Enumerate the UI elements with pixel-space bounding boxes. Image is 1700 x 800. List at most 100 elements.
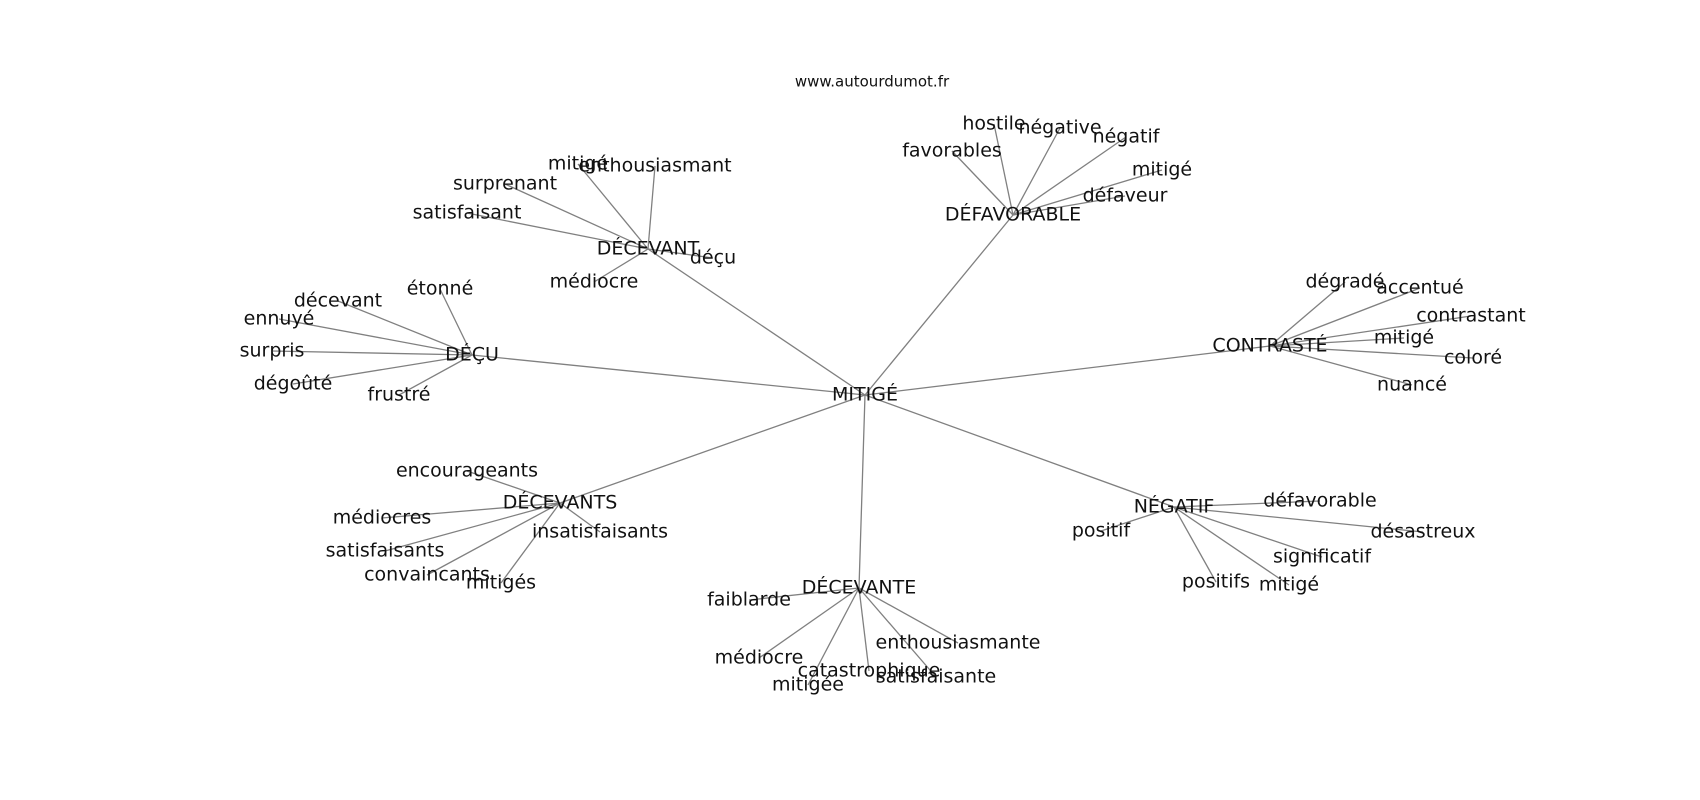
hub-leaf-edge: [748, 587, 860, 601]
hub-leaf-edge: [1012, 127, 1061, 216]
hub-leaf-edge: [559, 502, 601, 533]
leaf-word-label: mitigée: [772, 674, 844, 696]
center-word-label: MITIGÉ: [832, 383, 898, 406]
hub-word-label: DÉCEVANTE: [802, 576, 917, 599]
hub-leaf-edge: [993, 123, 1014, 216]
leaf-word-label: positifs: [1182, 571, 1250, 593]
leaf-word-label: mitigé: [1132, 159, 1192, 181]
hub-word-label: DÉFAVORABLE: [945, 203, 1081, 226]
hub-leaf-edge: [1269, 281, 1346, 347]
hub-leaf-edge: [1173, 506, 1217, 583]
leaf-word-label: surpris: [240, 340, 305, 362]
hub-leaf-edge: [1173, 500, 1321, 508]
leaf-word-label: décevant: [294, 290, 382, 312]
leaf-word-label: déçu: [690, 247, 736, 269]
leaf-word-label: satisfaisants: [326, 540, 445, 562]
hub-word-label: NÉGATIF: [1134, 495, 1215, 518]
hub-leaf-edge: [1012, 195, 1126, 216]
leaf-word-label: mitigés: [466, 572, 536, 594]
hub-leaf-edge: [1269, 287, 1421, 347]
hub-leaf-edge: [1012, 136, 1127, 216]
hub-leaf-edge: [426, 502, 561, 576]
leaf-word-label: défaveur: [1083, 185, 1168, 207]
leaf-word-label: catastrophique: [798, 660, 941, 682]
leaf-word-label: coloré: [1444, 347, 1502, 369]
center-hub-edge: [858, 394, 866, 589]
center-hub-edge: [471, 354, 866, 396]
leaf-word-label: médiocres: [333, 507, 432, 529]
hub-leaf-edge: [384, 502, 561, 552]
graph-edges: [271, 123, 1474, 686]
leaf-word-label: enthousiasmante: [876, 632, 1041, 654]
hub-leaf-edge: [951, 150, 1014, 216]
leaf-word-label: insatisfaisants: [532, 521, 668, 543]
leaf-word-label: faiblarde: [707, 589, 791, 611]
leaf-word-label: dégradé: [1305, 271, 1384, 293]
hub-leaf-edge: [807, 587, 860, 686]
hub-word-label: DÉÇU: [445, 343, 499, 366]
hub-leaf-edge: [337, 300, 473, 356]
hub-leaf-edge: [466, 470, 561, 504]
hub-leaf-edge: [1269, 337, 1405, 347]
leaf-word-label: encourageants: [396, 460, 538, 482]
leaf-word-label: significatif: [1273, 546, 1372, 568]
hub-leaf-edge: [466, 212, 649, 250]
hub-leaf-edge: [292, 354, 473, 385]
hub-leaf-edge: [577, 163, 649, 250]
leaf-word-label: désastreux: [1370, 521, 1475, 543]
leaf-word-label: mitigé: [548, 153, 608, 175]
hub-leaf-edge: [758, 587, 860, 659]
hub-word-label: DÉCEVANT: [597, 237, 700, 260]
hub-leaf-edge: [647, 248, 714, 259]
leaf-word-label: satisfaisant: [413, 202, 522, 224]
hub-leaf-edge: [1269, 345, 1413, 386]
hub-leaf-edge: [1173, 506, 1323, 558]
center-hub-edge: [559, 394, 866, 504]
leaf-word-label: accentué: [1376, 277, 1463, 299]
leaf-word-label: étonné: [407, 278, 474, 300]
leaf-word-label: positif: [1072, 520, 1132, 542]
hub-leaf-edge: [439, 288, 473, 356]
center-hub-edge: [864, 394, 1175, 508]
hub-leaf-edge: [1100, 506, 1175, 532]
hub-leaf-edge: [1269, 315, 1472, 347]
source-label: www.autourdumot.fr: [795, 73, 950, 91]
leaf-word-label: surprenant: [453, 173, 557, 195]
hub-leaf-edge: [858, 587, 870, 672]
leaf-word-label: négative: [1018, 117, 1101, 139]
leaf-word-label: ennuyé: [244, 308, 315, 330]
hub-leaf-edge: [398, 354, 473, 396]
leaf-word-label: favorables: [902, 140, 1002, 162]
leaf-word-label: médiocre: [550, 271, 639, 293]
leaf-word-label: dégoûté: [254, 373, 333, 395]
center-hub-edge: [647, 248, 866, 396]
hub-leaf-edge: [593, 248, 649, 283]
hub-leaf-edge: [1173, 506, 1424, 533]
leaf-word-label: enthousiasmant: [578, 155, 731, 177]
hub-leaf-edge: [858, 587, 937, 678]
leaf-word-label: nuancé: [1377, 374, 1447, 396]
hub-leaf-edge: [647, 165, 656, 250]
leaf-word-label: satisfaisante: [876, 666, 997, 688]
leaf-word-label: hostile: [962, 113, 1025, 135]
graph-labels: www.autourdumot.fr mitigéenthousiasmants…: [240, 73, 1526, 696]
leaf-word-label: convaincants: [364, 564, 490, 586]
hub-leaf-edge: [381, 502, 561, 519]
leaf-word-label: frustré: [368, 384, 431, 406]
hub-leaf-edge: [1012, 169, 1163, 216]
center-hub-edge: [864, 214, 1014, 396]
hub-leaf-edge: [504, 183, 649, 250]
hub-leaf-edge: [1269, 345, 1474, 359]
leaf-word-label: mitigé: [1374, 327, 1434, 349]
hub-leaf-edge: [271, 350, 473, 356]
hub-leaf-edge: [1173, 506, 1290, 586]
leaf-word-label: mitigé: [1259, 574, 1319, 596]
hub-leaf-edge: [858, 587, 959, 644]
leaf-word-label: médiocre: [715, 647, 804, 669]
center-hub-edge: [864, 345, 1271, 396]
hub-leaf-edge: [500, 502, 561, 584]
hub-leaf-edge: [278, 318, 473, 356]
leaf-word-label: défavorable: [1263, 490, 1376, 512]
hub-word-label: CONTRASTÉ: [1212, 334, 1327, 357]
